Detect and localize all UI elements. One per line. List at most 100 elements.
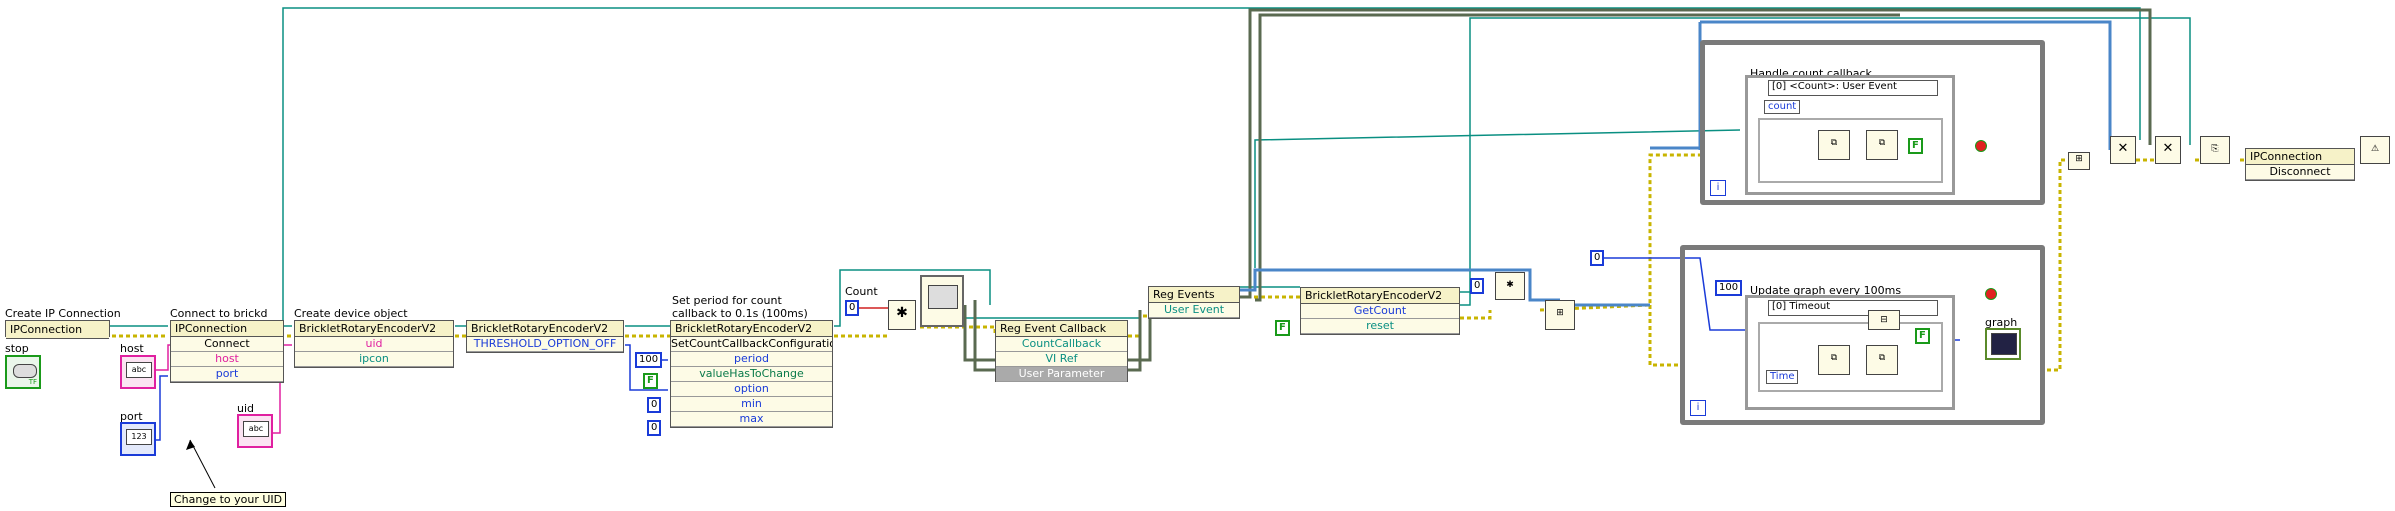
param-ipcon: ipcon [295, 352, 453, 367]
user-parameter-row: User Parameter [996, 367, 1127, 382]
destroy-user-event-node[interactable]: ✕ [2155, 136, 2181, 164]
get-count-node[interactable]: BrickletRotaryEncoderV2 GetCount reset [1300, 287, 1460, 335]
string-icon: abc [243, 421, 269, 437]
method-row: GetCount [1301, 304, 1459, 319]
value-has-to-change-constant[interactable]: F [643, 373, 658, 389]
case-frame-bottom [1758, 322, 1943, 392]
zero-constant-a[interactable]: 0 [1590, 250, 1605, 266]
dequeue-node[interactable]: ⊟ [1868, 310, 1900, 330]
get-count-constant[interactable]: 0 [1470, 278, 1485, 294]
max-constant[interactable]: 0 [647, 420, 662, 436]
param-option: option [671, 382, 832, 397]
stop-control[interactable]: TF [5, 355, 41, 389]
set-period-label: Set period for count callback to 0.1s (1… [672, 294, 808, 320]
false-constant-b[interactable]: F [1915, 328, 1930, 344]
error-wire [1128, 314, 1148, 338]
vi-ref-row: VI Ref [996, 352, 1127, 367]
enqueue-node-top[interactable]: ⧉ [1818, 130, 1850, 160]
release-queue-node[interactable]: ✕ [2110, 136, 2136, 164]
case-frame-top [1758, 118, 1943, 183]
while-loop-top[interactable]: i [1700, 40, 2045, 205]
uid-control[interactable]: abc [237, 414, 273, 448]
param-min: min [671, 397, 832, 412]
reg-events-node[interactable]: Reg Events User Event [1148, 286, 1240, 319]
node-title: BrickletRotaryEncoderV2 [467, 321, 623, 337]
node-title: IPConnection [6, 321, 109, 339]
connect-node[interactable]: IPConnection Connect host port [170, 320, 284, 383]
param-uid: uid [295, 337, 453, 352]
button-icon [13, 364, 37, 378]
node-title: IPConnection [2246, 149, 2354, 165]
option-constant[interactable]: 0 [647, 397, 662, 413]
node-title: Reg Events [1149, 287, 1239, 303]
create-device-label: Create device object [294, 307, 408, 320]
create-device-node[interactable]: BrickletRotaryEncoderV2 uid ipcon [294, 320, 454, 368]
loop-index-terminal: i [1690, 400, 1706, 416]
node-title: BrickletRotaryEncoderV2 [671, 321, 832, 337]
graph-label: graph [1985, 316, 2018, 329]
reg-event-callback-node[interactable]: Reg Event Callback CountCallback VI Ref … [995, 320, 1128, 382]
false-constant-a[interactable]: F [1908, 138, 1923, 154]
param-period: period [671, 352, 832, 367]
connect-brickd-label: Connect to brickd [170, 307, 268, 320]
host-label: host [120, 342, 144, 355]
node-title: BrickletRotaryEncoderV2 [295, 321, 453, 337]
threshold-value: THRESHOLD_OPTION_OFF [467, 337, 623, 352]
unregister-events-node[interactable]: ⎘ [2200, 136, 2230, 164]
set-config-node[interactable]: BrickletRotaryEncoderV2 SetCountCallback… [670, 320, 833, 428]
create-ip-label: Create IP Connection [5, 307, 121, 320]
string-icon: abc [126, 362, 152, 378]
callback-row: CountCallback [996, 337, 1127, 352]
disconnect-node[interactable]: IPConnection Disconnect [2245, 148, 2355, 181]
graph-indicator[interactable] [1985, 328, 2021, 360]
period-constant[interactable]: 100 [635, 352, 663, 368]
host-control[interactable]: abc [120, 355, 156, 389]
event-selector-top[interactable]: [0] <Count>: User Event [1768, 80, 1938, 96]
ipconnection-node[interactable]: IPConnection [5, 320, 110, 339]
node-title: BrickletRotaryEncoderV2 [1301, 288, 1459, 304]
queue-node-bottom-a[interactable]: ⧉ [1818, 345, 1850, 375]
error-wire [1539, 153, 1700, 312]
vi-icon [928, 285, 958, 309]
param-host: host [171, 352, 283, 367]
node-title: Reg Event Callback [996, 321, 1127, 337]
count-constant[interactable]: 0 [845, 300, 860, 316]
event-selector-bottom[interactable]: [0] Timeout [1768, 300, 1938, 316]
method-row: Connect [171, 337, 283, 352]
while-loop-bottom[interactable]: i [1680, 245, 2045, 425]
port-control[interactable]: 123 [120, 422, 156, 456]
error-wire [2040, 158, 2085, 372]
gear-icon: ✱ [896, 305, 908, 321]
stop-indicator [1975, 140, 1987, 152]
vi-reference-node[interactable] [920, 275, 964, 327]
create-user-event-node[interactable]: ✱ [888, 300, 916, 330]
graph-icon [1991, 333, 2017, 355]
threshold-node[interactable]: BrickletRotaryEncoderV2 THRESHOLD_OPTION… [466, 320, 624, 353]
simple-error-handler-node[interactable]: ⚠ [2360, 136, 2390, 164]
event-structure-top[interactable]: [0] <Count>: User Event count [1745, 75, 1955, 195]
timeout-constant[interactable]: 100 [1715, 280, 1743, 296]
numeric-icon: 123 [126, 429, 152, 445]
build-array-node[interactable]: ✱ [1495, 272, 1525, 300]
obtain-queue-node[interactable]: ⊞ [1545, 300, 1575, 330]
method-row: Disconnect [2246, 165, 2354, 180]
merge-errors-node[interactable]: ⊞ [2068, 152, 2090, 170]
stop-label: stop [5, 342, 29, 355]
count-label: Count [845, 285, 878, 298]
param-value-has-to-change: valueHasToChange [671, 367, 832, 382]
reset-constant[interactable]: F [1275, 320, 1290, 336]
queue-status-node-top[interactable]: ⧉ [1866, 130, 1898, 160]
event-data-count: count [1764, 100, 1800, 114]
param-max: max [671, 412, 832, 427]
method-row: SetCountCallbackConfiguration [671, 337, 832, 352]
queue-node-bottom-b[interactable]: ⧉ [1866, 345, 1898, 375]
error-wire [1460, 310, 1492, 320]
error-wire [920, 325, 997, 336]
loop-index-terminal: i [1710, 180, 1726, 196]
event-structure-bottom[interactable]: [0] Timeout Time [1745, 295, 1955, 410]
error-wire [1648, 305, 1680, 367]
param-reset: reset [1301, 319, 1459, 334]
uid-label: uid [237, 402, 255, 415]
